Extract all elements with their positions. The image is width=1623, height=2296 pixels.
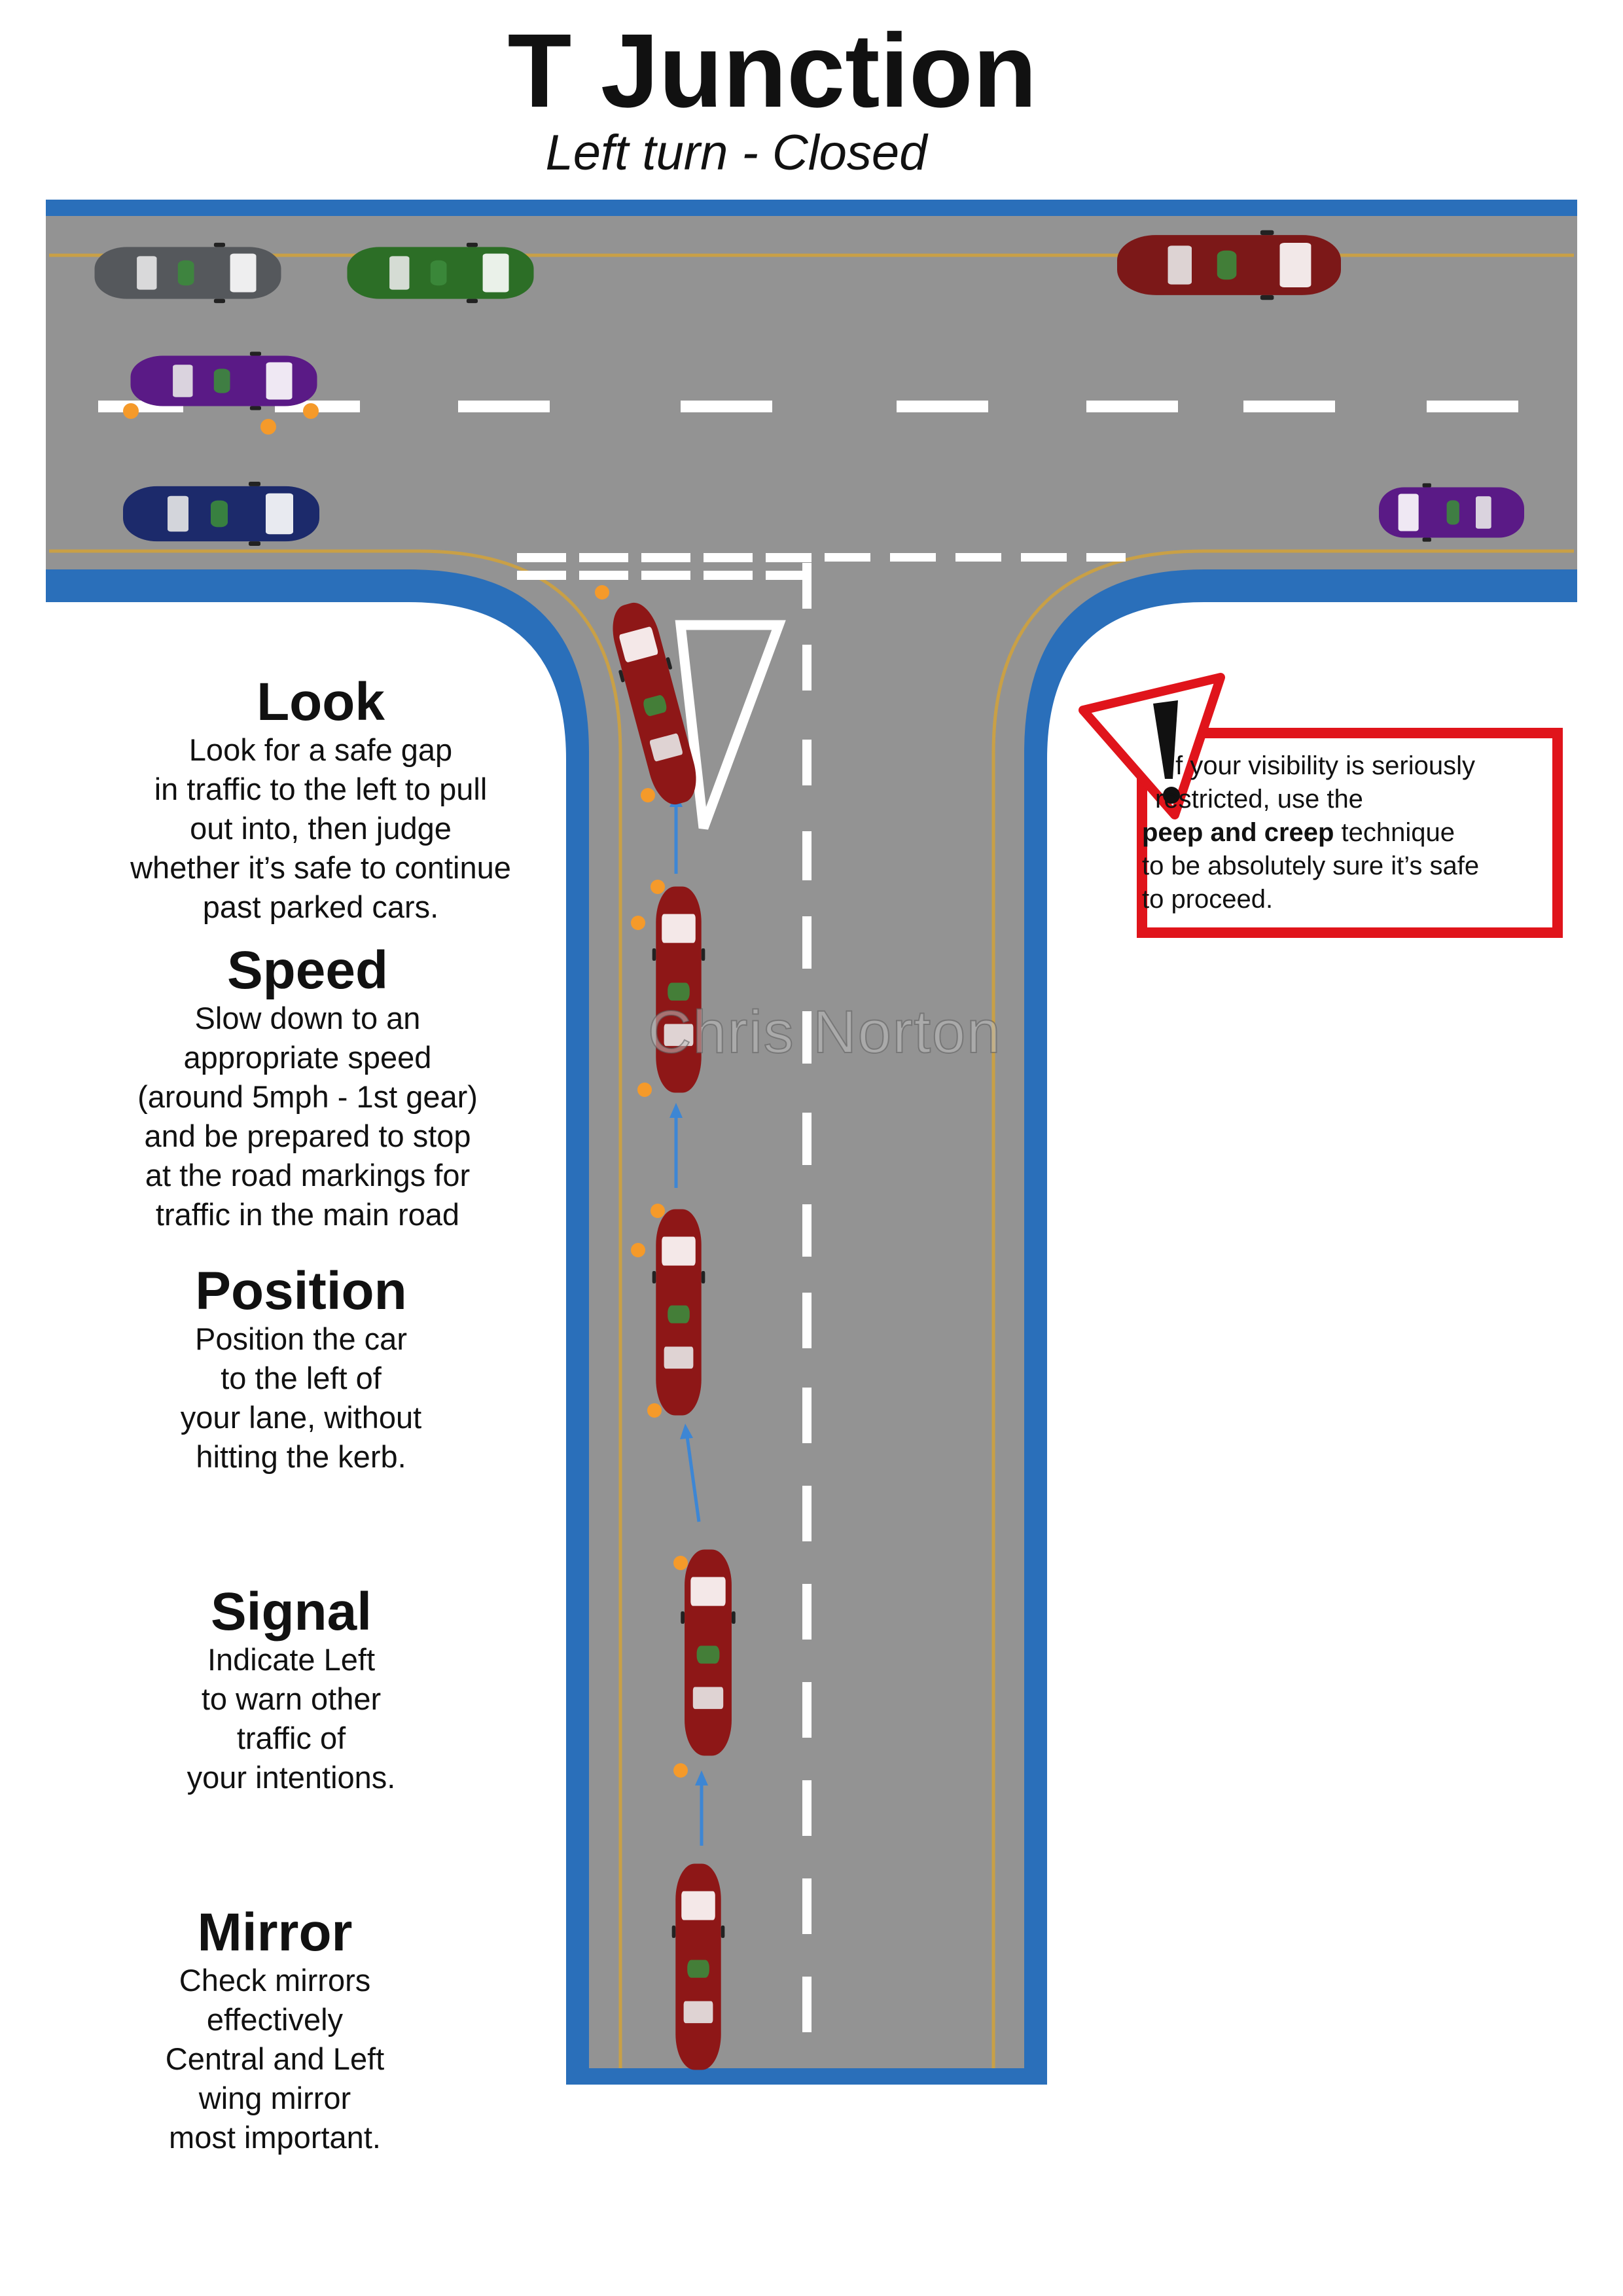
warning-line-4: to be absolutely sure it’s safe xyxy=(1142,852,1480,880)
traffic-car-purple xyxy=(1379,483,1524,542)
warning-line-5: to proceed. xyxy=(1142,885,1274,914)
step-speed: Speed Slow down to an appropriate speed … xyxy=(98,942,517,1234)
step-position: Position Position the car to the left of… xyxy=(98,1263,504,1477)
ego-car-signal xyxy=(681,1549,736,1756)
step-heading: Mirror xyxy=(197,1903,353,1962)
page-subtitle: Left turn - Closed xyxy=(545,125,927,181)
parked-car-purple-indicating xyxy=(130,351,317,410)
traffic-car-red xyxy=(1117,230,1341,300)
minor-road-centre-line xyxy=(802,563,812,2032)
warning-line-3: peep and creep technique xyxy=(1142,818,1455,847)
give-way-triangle-marking xyxy=(675,620,786,830)
step-body: Indicate Left to warn other traffic of y… xyxy=(187,1642,396,1795)
step-heading: Look xyxy=(257,672,385,732)
ego-car-mirror xyxy=(671,1863,725,2070)
step-mirror: Mirror Check mirrors effectively Central… xyxy=(98,1903,452,2157)
step-body: Slow down to an appropriate speed (aroun… xyxy=(137,1001,478,1232)
main-road-centre-line xyxy=(98,401,1518,412)
step-body: Position the car to the left of your lan… xyxy=(180,1321,422,1475)
page-title: T Junction xyxy=(507,12,1037,129)
warning-bold: peep and creep xyxy=(1142,818,1334,847)
step-heading: Position xyxy=(195,1261,407,1321)
warning-after-bold: technique xyxy=(1334,818,1455,847)
warning-text: If your visibility is seriously restrict… xyxy=(1142,749,1548,916)
step-signal: Signal Indicate Left to warn other traff… xyxy=(98,1582,484,1797)
step-body: Look for a safe gap in traffic to the le… xyxy=(130,732,511,925)
exclamation-warning-triangle-icon xyxy=(1079,673,1225,819)
give-way-line xyxy=(517,553,812,580)
parked-car-navy xyxy=(123,482,319,546)
warning-line-2: restricted, use the xyxy=(1155,785,1363,814)
step-body: Check mirrors effectively Central and Le… xyxy=(165,1963,385,2155)
step-look: Look Look for a safe gap in traffic to t… xyxy=(98,672,543,927)
edge-line-right-corner xyxy=(991,549,1574,2068)
step-heading: Speed xyxy=(226,941,389,1000)
parked-car-grey xyxy=(94,242,281,304)
indicator-lights xyxy=(123,403,688,1778)
parked-car-green xyxy=(347,242,534,304)
stop-line-right xyxy=(825,553,1126,562)
warning-line-1: If your visibility is seriously xyxy=(1168,751,1476,780)
warning-box xyxy=(1137,728,1563,938)
edge-line-left-corner xyxy=(49,549,622,2068)
step-heading: Signal xyxy=(210,1582,372,1641)
watermark: Chris Norton xyxy=(647,998,1002,1066)
ego-car-position xyxy=(652,1209,705,1416)
